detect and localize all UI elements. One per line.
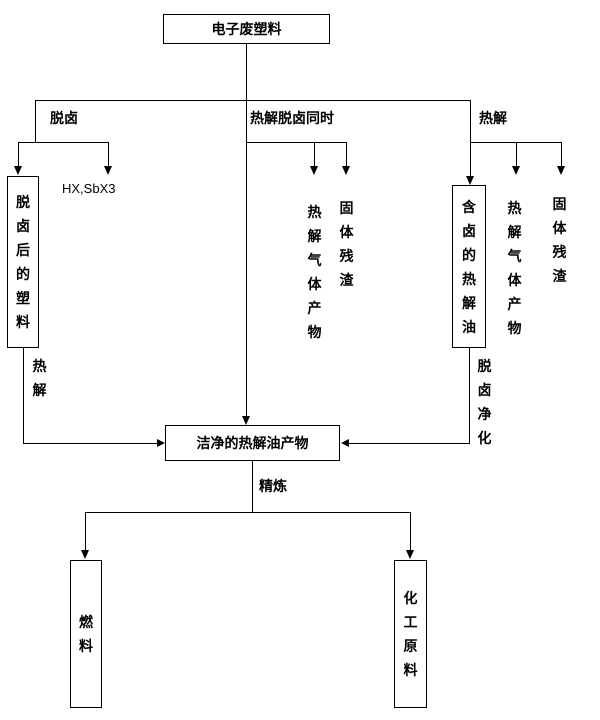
edge-label-pyrolysis-left: 热解: [32, 358, 47, 398]
edge-center-down: [252, 461, 253, 512]
text-pyrolysis-gas-mid: 热解气体产物: [307, 204, 322, 340]
edge-mid-to-gas: [314, 142, 315, 167]
node-clean-pyrolysis-oil-label: 洁净的热解油产物: [196, 435, 309, 451]
node-fuel-label: 燃料: [79, 614, 93, 654]
edge-mid-to-residue: [346, 142, 347, 167]
edge-label-refining: 精炼: [259, 478, 287, 494]
node-electronic-waste-plastic-label: 电子废塑料: [211, 21, 282, 37]
arrow-left-into-center-icon: [341, 439, 349, 447]
edge-mid-sub-horizontal: [246, 142, 347, 143]
edge-label-pyrolysis: 热解: [479, 110, 507, 126]
text-solid-residue-mid: 固体残渣: [339, 200, 354, 288]
node-dehalogenated-plastic: 脱卤后的塑料: [7, 176, 39, 348]
edge-oil-down: [469, 348, 470, 443]
edge-right-sub-horizontal: [470, 142, 561, 143]
edge-right-to-residue: [561, 142, 562, 167]
arrow-right-into-center-icon: [157, 439, 165, 447]
edge-label-purification: 脱卤净化: [477, 358, 492, 446]
arrow-down-to-hx-icon: [104, 166, 112, 175]
arrow-down-to-gas-right-icon: [512, 166, 520, 175]
edge-oil-to-center: [349, 443, 470, 444]
edge-right-to-oil: [470, 142, 471, 176]
arrow-down-to-fuel-icon: [81, 550, 89, 559]
edge-left-drop: [35, 100, 36, 142]
edge-plastic-down: [23, 348, 24, 443]
arrow-down-to-plastic-icon: [14, 166, 22, 175]
node-electronic-waste-plastic: 电子废塑料: [163, 14, 330, 44]
text-solid-residue-right: 固体残渣: [552, 196, 567, 284]
edge-left-to-hx: [108, 142, 109, 167]
node-fuel: 燃料: [70, 560, 102, 708]
arrow-down-to-gas-mid-icon: [310, 166, 318, 175]
edge-left-sub-horizontal: [18, 142, 109, 143]
edge-root-to-center-line: [246, 44, 247, 416]
node-chemical-feedstock: 化工原料: [394, 560, 427, 708]
edge-output-horizontal: [85, 512, 411, 513]
text-pyrolysis-gas-right: 热解气体产物: [507, 200, 522, 336]
edge-to-fuel: [85, 512, 86, 550]
edge-left-to-plastic: [18, 142, 19, 167]
node-chemical-feedstock-label: 化工原料: [403, 590, 418, 678]
arrow-down-to-residue-mid-icon: [342, 166, 350, 175]
arrow-down-to-residue-right-icon: [557, 166, 565, 175]
edge-right-to-gas: [516, 142, 517, 167]
node-clean-pyrolysis-oil: 洁净的热解油产物: [165, 425, 340, 461]
arrow-down-to-oil-icon: [466, 176, 474, 185]
node-dehalogenated-plastic-label: 脱卤后的塑料: [16, 194, 30, 330]
node-halogen-pyrolysis-oil: 含卤的热解油: [452, 185, 486, 348]
edge-label-pyrolysis-dehalogenation: 热解脱卤同时: [250, 110, 334, 126]
edge-branch-horizontal: [35, 100, 471, 101]
edge-right-drop: [470, 100, 471, 142]
arrow-down-into-center-icon: [242, 416, 250, 425]
edge-to-chemical: [410, 512, 411, 550]
edge-plastic-to-center: [23, 443, 157, 444]
edge-label-dehalogenation: 脱卤: [50, 110, 78, 126]
node-halogen-pyrolysis-oil-label: 含卤的热解油: [462, 198, 476, 335]
text-hx-sbx3: HX,SbX3: [62, 181, 116, 196]
arrow-down-to-chemical-icon: [406, 550, 414, 559]
